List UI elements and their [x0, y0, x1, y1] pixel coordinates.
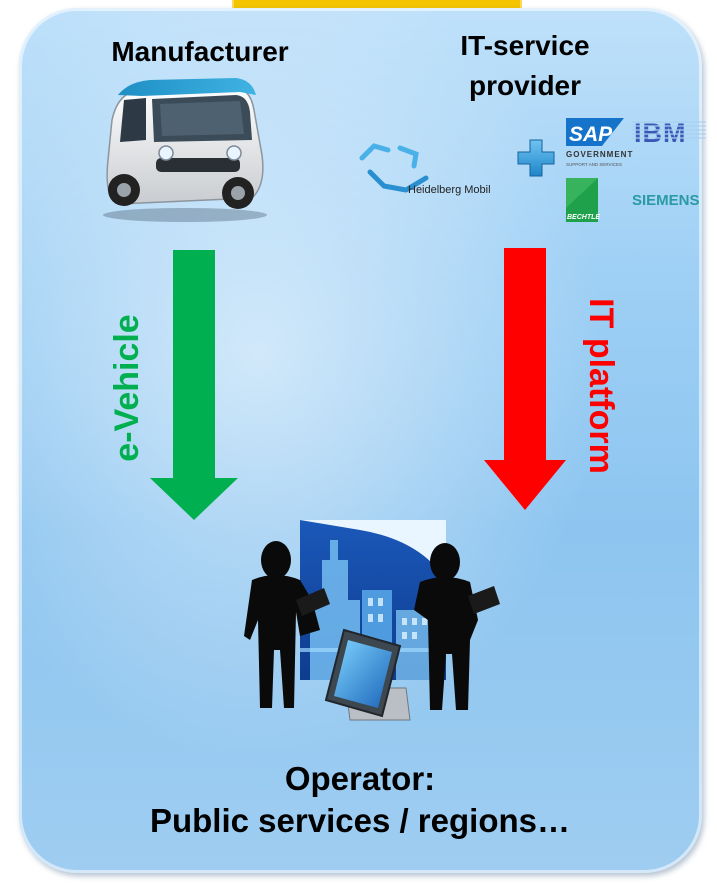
- it-provider-line1: IT-service: [460, 30, 590, 61]
- heidelberg-logo-text: Heidelberg Mobil: [408, 184, 491, 196]
- manufacturer-label: Manufacturer: [111, 36, 289, 67]
- operator-line2: Public services / regions…: [149, 802, 570, 839]
- e-vehicle-label: e-Vehicle: [108, 314, 146, 462]
- it-platform-label: IT platform: [582, 298, 620, 474]
- sap-logo-text: SAP: [569, 123, 613, 146]
- siemens-logo-text: SIEMENS: [632, 192, 700, 209]
- ibm-logo: IBM: [632, 118, 706, 148]
- sap-support-text: SUPPORT AND SERVICES: [566, 162, 622, 167]
- plus-icon: [517, 139, 555, 177]
- bechtle-logo: BECHTLE: [566, 178, 600, 222]
- it-platform-arrow: [484, 248, 566, 510]
- e-vehicle-arrow: [150, 250, 238, 520]
- it-provider-label: IT-service provider: [415, 26, 635, 106]
- ibm-logo-text: IBM: [634, 118, 687, 148]
- tablet-device-image: [324, 628, 411, 721]
- operator-illustration: [244, 520, 500, 721]
- person-right-silhouette: [414, 543, 500, 710]
- siemens-logo: SIEMENS: [632, 192, 700, 209]
- bechtle-logo-text: BECHTLE: [567, 214, 600, 221]
- person-left-silhouette: [244, 541, 330, 708]
- sap-government-text: GOVERNMENT: [566, 150, 633, 159]
- electric-car-image: [103, 78, 267, 222]
- operator-line1: Operator:: [284, 760, 436, 797]
- sap-logo: SAP GOVERNMENT SUPPORT AND SERVICES: [566, 118, 633, 167]
- heidelberg-mobil-logo: Heidelberg Mobil: [359, 143, 491, 196]
- operator-label: Operator: Public services / regions…: [60, 758, 660, 842]
- it-provider-line2: provider: [468, 70, 582, 101]
